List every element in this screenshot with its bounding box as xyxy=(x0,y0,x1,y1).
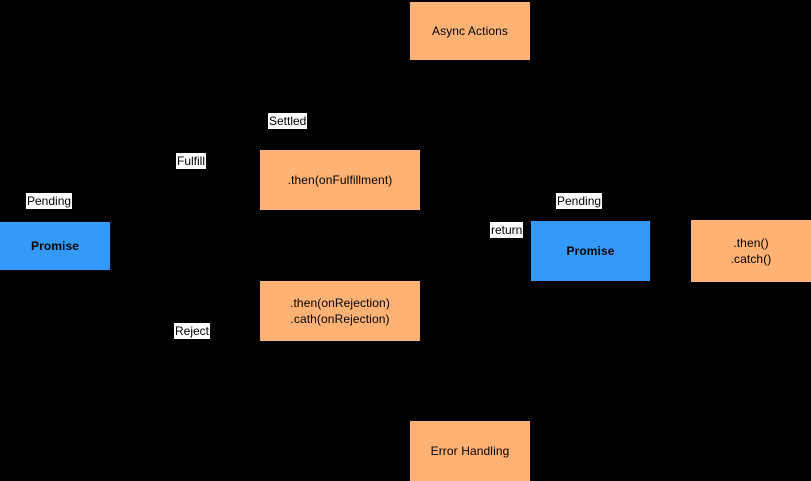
node-then-on-fulfillment[interactable]: .then(onFulfillment) xyxy=(260,150,420,210)
node-async-actions[interactable]: Async Actions xyxy=(410,2,530,60)
edge-label-pending-left: Pending xyxy=(26,193,73,209)
edge-label-reject: Reject xyxy=(174,323,211,339)
node-then-on-rejection-label: .then(onRejection) xyxy=(290,295,390,310)
node-error-handling[interactable]: Error Handling xyxy=(410,421,530,481)
node-error-handling-label: Error Handling xyxy=(430,443,510,458)
node-then-on-fulfillment-label: .then(onFulfillment) xyxy=(287,172,393,187)
node-cath-on-rejection-label: .cath(onRejection) xyxy=(290,312,390,326)
node-promise-right-label: Promise xyxy=(566,243,615,258)
node-promise-left-label: Promise xyxy=(30,238,80,253)
node-then-catch[interactable]: .then() .catch() xyxy=(691,220,811,282)
node-async-actions-label: Async Actions xyxy=(431,23,508,38)
node-catch-label: .catch() xyxy=(730,252,772,266)
node-then-label: .then() xyxy=(733,235,769,250)
node-promise-left[interactable]: Promise xyxy=(0,222,110,270)
node-then-catch-on-rejection[interactable]: .then(onRejection) .cath(onRejection) xyxy=(260,281,420,341)
node-promise-right[interactable]: Promise xyxy=(531,221,650,281)
edge-label-fulfill: Fulfill xyxy=(176,153,207,169)
edge-label-settled: Settled xyxy=(268,113,308,129)
edge-label-pending-right: Pending xyxy=(556,193,603,209)
edge-label-return: return xyxy=(490,222,524,238)
